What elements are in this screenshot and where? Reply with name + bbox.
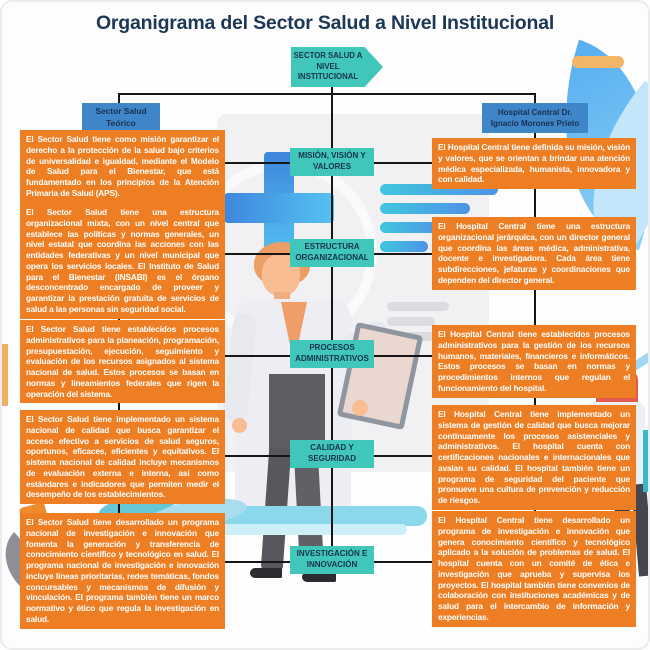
topic-node-calidad-seguridad: CALIDAD Y SEGURIDAD <box>290 440 374 468</box>
right-detail-investigacion-innovacion: El Hospital Central tiene desarrollado u… <box>432 511 636 627</box>
connector-top-horizontal <box>118 93 536 95</box>
right-detail-calidad-seguridad: El Hospital Central tiene implementado u… <box>432 405 636 511</box>
chart-bar <box>380 241 428 252</box>
connector-left-drop <box>118 93 120 105</box>
left-detail-mision-vision-valores: El Sector Salud tiene como misión garant… <box>20 130 225 203</box>
text-line-decoration <box>387 302 449 311</box>
left-detail-procesos-administrativos: El Sector Salud tiene establecidos proce… <box>20 320 225 404</box>
doctor-illustration <box>232 418 247 433</box>
doctor-illustration <box>222 313 258 423</box>
doctor-illustration <box>260 447 292 571</box>
topic-node-estructura-organizacional: ESTRUCTURA ORGANIZACIONAL <box>290 239 374 267</box>
left-detail-estructura-organizacional: El Sector Salud tiene una estructura org… <box>20 203 225 319</box>
right-detail-estructura-organizacional: El Hospital Central tiene una estructura… <box>432 217 636 290</box>
right-detail-mision-vision-valores: El Hospital Central tiene definida su mi… <box>432 138 636 190</box>
root-node: SECTOR SALUD A NIVEL INSTITUCIONAL <box>291 47 383 87</box>
text-line-decoration <box>387 317 435 326</box>
topic-node-procesos-administrativos: PROCESOS ADMINISTRATIVOS <box>290 340 374 368</box>
orange-bar-decoration <box>572 56 624 68</box>
doctor-illustration <box>250 568 282 578</box>
doctor-illustration <box>274 292 290 304</box>
right-detail-procesos-administrativos: El Hospital Central tiene establecidos p… <box>432 325 636 398</box>
topic-node-investigacion-innovacion: INVESTIGACIÓN E INNOVACIÓN <box>290 546 374 574</box>
left-detail-calidad-seguridad: El Sector Salud tiene implementado un si… <box>20 410 225 505</box>
page-title: Organigrama del Sector Salud a Nivel Ins… <box>95 12 555 34</box>
chart-bar <box>380 203 470 214</box>
left-detail-investigacion-innovacion: El Sector Salud tiene desarrollado un pr… <box>20 513 225 629</box>
left-branch-header: Sector Salud Teórico <box>82 103 160 133</box>
clipboard-icon <box>336 321 424 431</box>
right-branch-header: Hospital Central Dr. Ignacio Morones Pri… <box>482 103 588 133</box>
orange-decoration <box>2 344 8 406</box>
medical-cross-icon <box>224 193 334 223</box>
topic-node-mision-vision-valores: MISIÓN, VISIÓN Y VALORES <box>290 148 374 176</box>
connector-right-spine <box>534 126 536 516</box>
doctor-illustration <box>235 299 351 517</box>
doctor-illustration <box>352 400 368 416</box>
second-person-illustration <box>643 430 648 492</box>
root-node-label: SECTOR SALUD A NIVEL INSTITUCIONAL <box>293 51 363 82</box>
